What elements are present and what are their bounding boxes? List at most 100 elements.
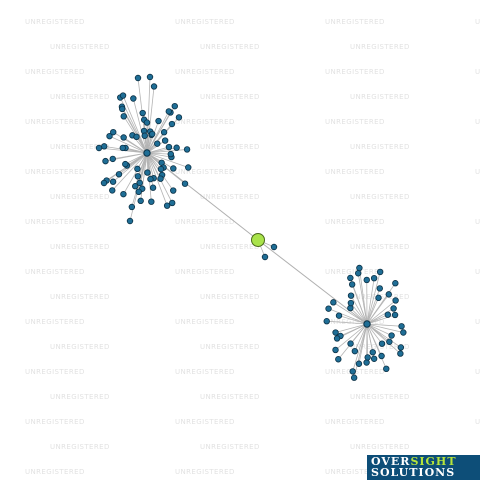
network-node [150,83,158,90]
watermark-text: UNREGISTERED [50,293,110,301]
network-node [333,335,341,342]
edge-cluster-b [366,323,401,354]
watermark-text: UNREGISTERED [350,443,410,451]
network-node [160,129,168,136]
watermark-text: UNREGISTERED [325,118,385,126]
network-node [95,144,103,152]
watermark-text: UNREGISTERED [475,418,480,426]
network-node [120,113,127,120]
edge-cluster-b [366,323,402,348]
watermark-text: UNREGISTERED [200,293,260,301]
network-node [120,190,127,198]
network-node [102,157,109,165]
watermark-text: UNREGISTERED [475,368,480,376]
watermark-text: UNREGISTERED [175,468,235,476]
network-node [375,294,382,302]
edge-cluster-b [351,284,368,325]
edge-cluster-b [366,323,369,358]
edge-cluster-b [352,323,368,372]
oversight-solutions-logo: OVERSIGHT SOLUTIONS [367,455,480,480]
network-node [363,276,370,284]
watermark-text: UNREGISTERED [475,18,480,26]
network-node [354,270,362,277]
network-node [101,143,108,150]
watermark-text: UNREGISTERED [325,268,385,276]
edge-cluster-b [350,295,368,325]
edge-cluster-a [113,131,148,154]
network-node [106,132,113,140]
network-node [144,169,151,176]
focus-node [251,233,265,247]
network-node [126,217,134,225]
edge-cluster-b [333,302,368,325]
watermark-text: UNREGISTERED [200,443,260,451]
watermark-text: UNREGISTERED [200,243,260,251]
edge-cluster-b [335,323,368,351]
watermark-text: UNREGISTERED [175,18,235,26]
edge-cluster-a [132,98,148,154]
watermark-text: UNREGISTERED [25,468,85,476]
network-node [168,120,176,128]
watermark-text: UNREGISTERED [325,468,385,476]
network-node [139,109,146,117]
network-node [137,197,144,205]
hub-node-a [143,149,151,157]
edge-cluster-a [122,95,148,154]
watermark-text: UNREGISTERED [350,243,410,251]
network-node [325,305,332,312]
network-node [383,365,390,373]
watermark-text: UNREGISTERED [325,318,385,326]
watermark-text: UNREGISTERED [175,318,235,326]
network-node [348,281,356,288]
edge-cluster-a [146,76,151,154]
edge-cluster-a [137,152,148,177]
logo-line-1: OVERSIGHT [371,456,457,468]
network-node [155,117,162,125]
network-node [120,134,127,141]
logo-text-over: OVER [371,455,411,468]
watermark-text: UNREGISTERED [200,93,260,101]
network-node [175,114,183,121]
network-node [115,171,123,178]
network-node [378,352,385,360]
focus-leaf-node [261,253,269,261]
network-node [148,198,155,205]
network-node [163,202,171,209]
network-node [119,105,126,113]
edge-cluster-b [328,308,368,325]
network-node [388,332,395,339]
network-node [149,184,157,191]
watermark-text: UNREGISTERED [350,393,410,401]
network-node [347,299,355,307]
watermark-text: UNREGISTERED [475,68,480,76]
network-node [134,165,141,173]
network-node [110,128,117,136]
network-node [130,95,137,102]
network-node [364,354,371,361]
watermark-text: UNREGISTERED [25,18,85,26]
edge-cluster-b [366,300,396,325]
network-node [332,329,339,336]
logo-text-sight: SIGHT [410,455,457,468]
network-node [378,340,386,347]
network-node [167,150,174,158]
edge-cluster-b [366,323,404,333]
network-node [392,297,399,304]
edge-cluster-a [146,146,170,154]
network-node [370,274,378,282]
watermark-text: UNREGISTERED [50,143,110,151]
watermark-text: UNREGISTERED [25,318,85,326]
node-layer [95,73,407,381]
edge-cluster-a [146,149,188,154]
watermark-text: UNREGISTERED [350,93,410,101]
network-node [134,173,142,180]
watermark-text: UNREGISTERED [50,193,110,201]
network-node [355,360,363,367]
network-node [135,188,142,196]
edge-cluster-b [366,323,392,336]
network-node [398,323,405,330]
network-node [390,305,397,312]
hub-node-b [363,320,371,328]
watermark-text: UNREGISTERED [200,143,260,151]
